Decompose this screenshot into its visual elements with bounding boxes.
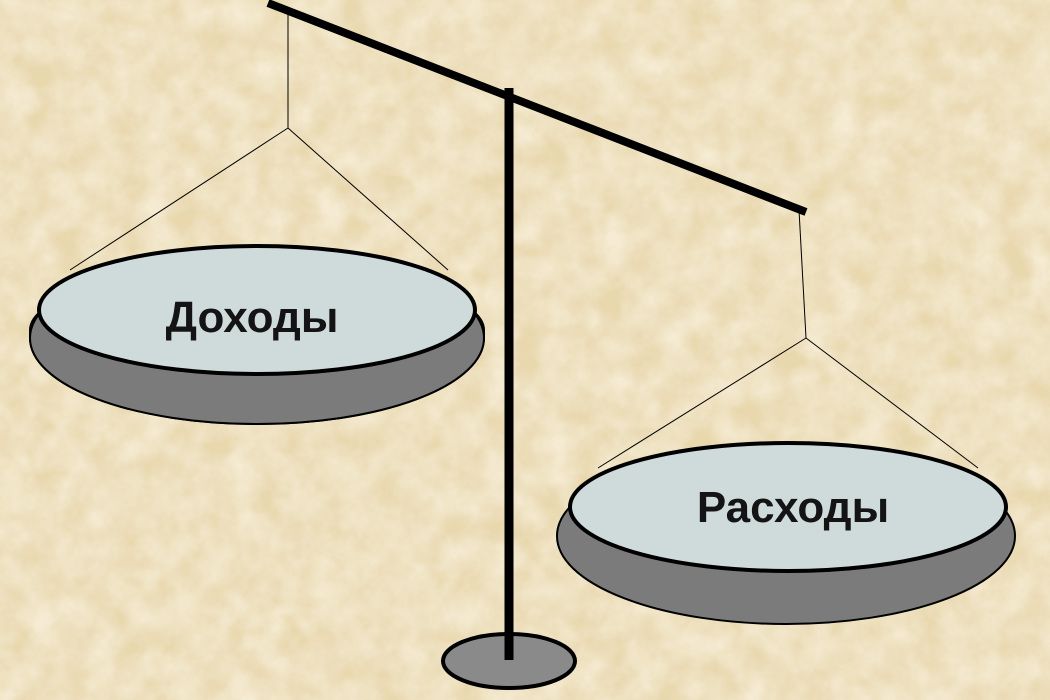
scale-beam	[266, 0, 808, 216]
left-pan-label: Доходы	[166, 293, 339, 342]
left-pan-top	[37, 244, 477, 376]
right-pan-cords	[597, 209, 979, 469]
right-pan: Расходы	[556, 441, 1016, 625]
right-pan-top	[568, 441, 1008, 573]
right-pan-label: Расходы	[697, 483, 889, 532]
left-pan-cords	[69, 10, 449, 271]
left-pan: Доходы	[29, 244, 485, 425]
